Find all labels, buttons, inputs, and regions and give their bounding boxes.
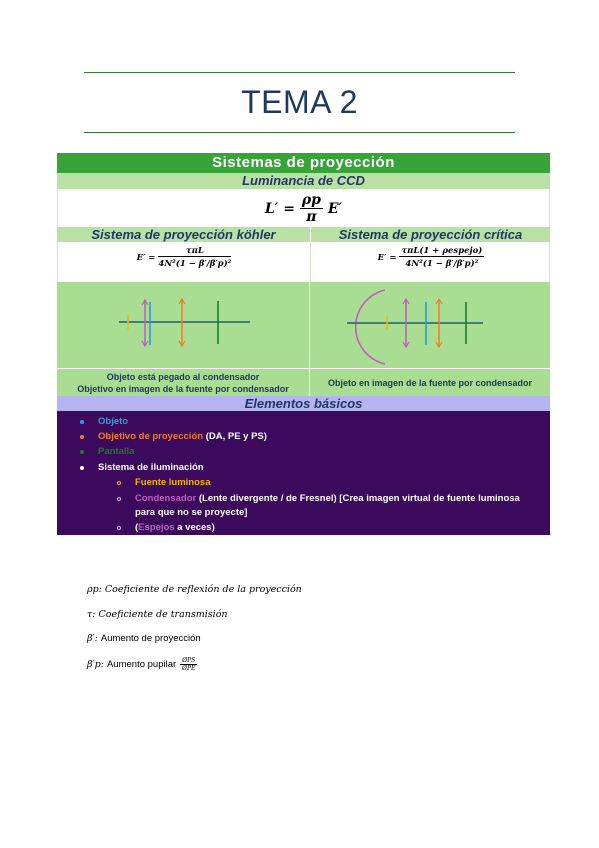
espejo-arc (354, 289, 386, 365)
elementos-list: Objeto Objetivo de proyección (DA, PE y … (57, 411, 550, 535)
note-beta: β′: Aumento de proyección (87, 633, 201, 644)
bullet-condensador (117, 497, 121, 501)
betap-fraction: ØPS ØPE (180, 657, 198, 672)
note-betap: β′p: Aumento pupilar ØPS ØPE (87, 657, 198, 672)
item-pantalla: Pantalla (98, 446, 135, 457)
diagram-row (57, 282, 550, 368)
caption-row: Objeto está pegado al condensador Objeti… (57, 368, 550, 396)
critica-title: Sistema de proyección crítica (310, 227, 550, 242)
note-rho: ρp: Coeficiente de reflexión de la proye… (87, 584, 302, 595)
item-sistema: Sistema de iluminación (98, 462, 204, 473)
item-objetivo: Objetivo de proyección (DA, PE y PS) (98, 431, 267, 442)
item-condensador: Condensador (Lente divergente / de Fresn… (135, 493, 520, 504)
bullet-fuente (117, 481, 121, 485)
item-objeto: Objeto (98, 416, 129, 427)
luminancia-label: Luminancia de CCD (242, 173, 365, 188)
systems-titles-row: Sistema de proyección köhler Sistema de … (57, 227, 550, 242)
critica-diagram-svg (347, 289, 483, 365)
critica-diagram (310, 282, 550, 368)
kohler-diagram-svg (119, 297, 250, 348)
bullet-espejos (117, 526, 121, 530)
kohler-title: Sistema de proyección köhler (91, 227, 276, 242)
kohler-formula: E′ = τπL 4N²(1 − β′/β′p)² (58, 242, 311, 282)
formula-L: L′ = ρp π E′ (264, 192, 343, 225)
bottom-rule (84, 132, 515, 133)
kohler-caption: Objeto está pegado al condensador Objeti… (57, 369, 310, 396)
top-rule (84, 72, 515, 73)
luminancia-formula-row: L′ = ρp π E′ (57, 189, 550, 227)
bullet-sistema (80, 466, 84, 470)
critica-formula: E′ = τπL(1 + ρespejo) 4N²(1 − β′/β′p)² (377, 246, 485, 269)
item-condensador-cont: para que no se proyecte] (135, 507, 248, 518)
elementos-title: Elementos básicos (244, 396, 363, 411)
bullet-pantalla (80, 450, 84, 454)
note-tau: τ: Coeficiente de transmisión (87, 609, 228, 620)
item-espejos: (Espejos a veces) (135, 522, 215, 533)
elementos-title-row: Elementos básicos (57, 396, 550, 411)
item-fuente: Fuente luminosa (135, 477, 211, 488)
bullet-objetivo (80, 435, 84, 439)
bullet-objeto (80, 420, 84, 424)
systems-formula-row: E′ = τπL 4N²(1 − β′/β′p)² E′ = τπL(1 + ρ… (57, 242, 550, 282)
kohler-diagram (57, 282, 310, 368)
page-title: TEMA 2 (241, 84, 358, 120)
critica-caption: Objeto en imagen de la fuente por conden… (327, 378, 533, 388)
table-header: Sistemas de proyección (57, 153, 550, 173)
luminancia-title: Luminancia de CCD (57, 173, 550, 189)
